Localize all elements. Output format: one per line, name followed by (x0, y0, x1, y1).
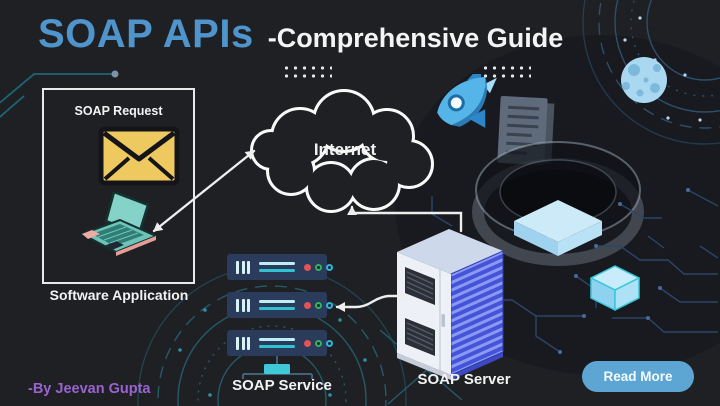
envelope-icon (98, 126, 180, 186)
header: SOAP APIs -Comprehensive Guide (38, 12, 563, 57)
circuit-trace-top-left (0, 73, 112, 118)
soap-request-label: SOAP Request (74, 104, 163, 118)
rack-led-lights (304, 263, 333, 271)
byline-text: -By Jeevan Gupta (28, 381, 151, 397)
soap-service-label: SOAP Service (232, 377, 332, 394)
server-rack (227, 292, 333, 318)
soap-request-box: SOAP Request (42, 88, 195, 284)
rack-bars-icon (236, 336, 250, 350)
cloud-icon (250, 89, 434, 213)
dots-decoration-right (481, 64, 531, 78)
platform-cube (514, 200, 602, 256)
server-rack (227, 254, 333, 280)
page-title: SOAP APIs (38, 12, 254, 56)
service-connector-box (264, 364, 290, 374)
rack-bars-icon (236, 298, 250, 312)
circuit-node (111, 70, 119, 78)
rocket-icon (437, 74, 497, 128)
orbit-dots (623, 16, 702, 122)
laptop-icon (81, 192, 157, 256)
server-tower-icon (397, 229, 504, 380)
cylinder-illustration (472, 141, 644, 266)
rack-lines-icon (259, 300, 295, 310)
rack-lines-icon (259, 262, 295, 272)
rack-led-lights (304, 339, 333, 347)
rack-lines-icon (259, 338, 295, 348)
software-application-label: Software Application (49, 287, 189, 303)
server-rack (227, 330, 333, 356)
page-subtitle: -Comprehensive Guide (267, 23, 564, 53)
arc-dots (178, 308, 367, 397)
dots-decoration-left (282, 64, 332, 78)
soap-server-label: SOAP Server (417, 371, 511, 388)
cube-icon (590, 265, 640, 311)
orbit-arcs (582, 0, 720, 145)
internet-label: Internet (313, 140, 377, 159)
planet-icon (621, 57, 667, 103)
read-more-button[interactable]: Read More (582, 361, 694, 392)
rack-bars-icon (236, 260, 250, 274)
rack-led-lights (304, 301, 333, 309)
